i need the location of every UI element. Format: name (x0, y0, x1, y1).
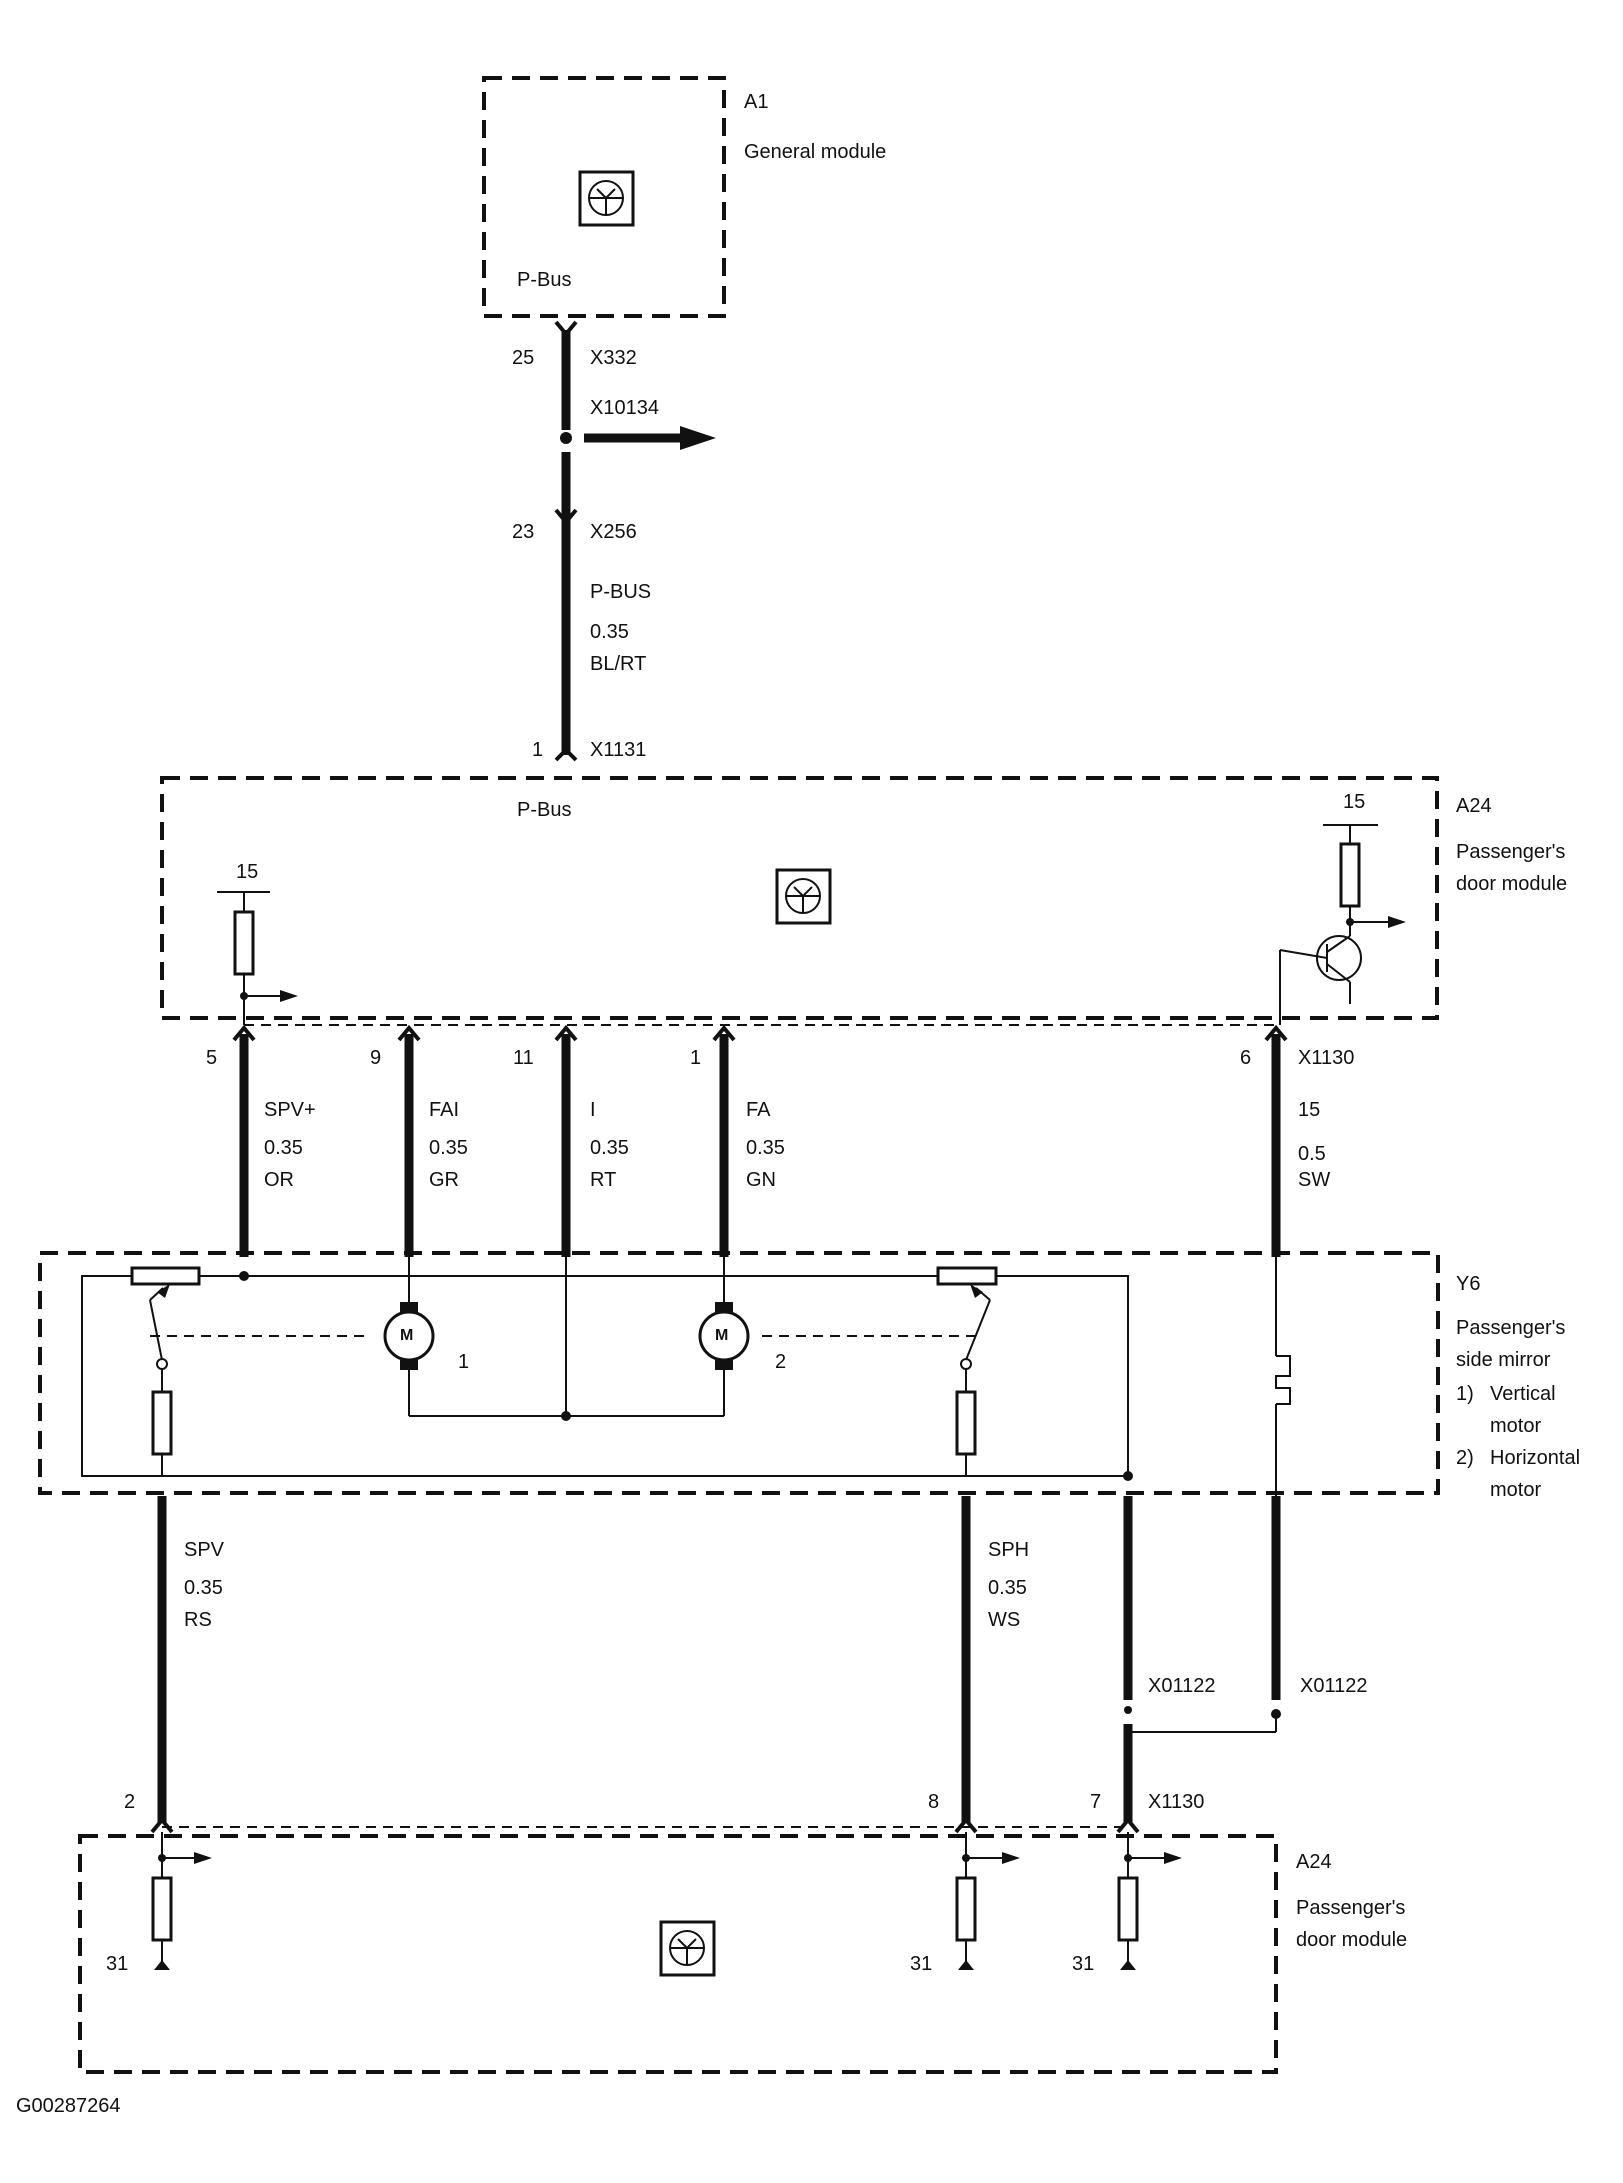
bus-pin-1: 1 (532, 739, 543, 761)
wire-8-pin: 8 (928, 1791, 939, 1813)
motor-1-symbol: M (400, 1327, 413, 1344)
wire-2-signal: SPV (184, 1539, 225, 1561)
module-a24-bottom-boundary (78, 1834, 1278, 2074)
ground-label-middle: 31 (910, 1953, 932, 1975)
wire-1-size: 0.35 (746, 1137, 785, 1159)
bus-wire-size: 0.35 (590, 621, 629, 643)
wire-5-pin: 5 (206, 1047, 217, 1069)
module-y6-item1-num: 1) (1456, 1383, 1474, 1405)
wire-1-color: GN (746, 1169, 776, 1191)
module-y6-boundary (38, 1251, 1440, 1495)
module-y6-item1-line2: motor (1490, 1415, 1541, 1437)
module-y6-item2-line2: motor (1490, 1479, 1541, 1501)
module-a24-top-bus-label: P-Bus (517, 799, 571, 821)
wire-5-signal: SPV+ (264, 1099, 316, 1121)
ground-label-right: 31 (1072, 1953, 1094, 1975)
wire-2-size: 0.35 (184, 1577, 223, 1599)
bus-pin-25: 25 (512, 347, 534, 369)
wire-11-signal: I (590, 1099, 596, 1121)
wire-5-size: 0.35 (264, 1137, 303, 1159)
module-a1-name: General module (744, 141, 886, 163)
wire-11-size: 0.35 (590, 1137, 629, 1159)
figure-id: G00287264 (16, 2095, 121, 2117)
control-unit-icon-a1 (578, 170, 635, 227)
wire-1-pin: 1 (690, 1047, 701, 1069)
wire-1-signal: FA (746, 1099, 771, 1121)
bus-connector-x332: X332 (590, 347, 637, 369)
wire-7-connector: X1130 (1148, 1791, 1204, 1813)
middle-wire-harness (232, 1024, 1288, 1257)
wire-15-splice: X01122 (1300, 1675, 1367, 1697)
wire-9-color: GR (429, 1169, 459, 1191)
supply-label-left: 15 (236, 861, 258, 883)
module-a24-top-name-line2: door module (1456, 873, 1567, 895)
wire-11-color: RT (590, 1169, 616, 1191)
wire-6-color: SW (1298, 1169, 1330, 1191)
ground-label-left: 31 (106, 1953, 128, 1975)
module-y6-item1-line1: Vertical (1490, 1383, 1556, 1405)
module-a24-bottom-name-line2: door module (1296, 1929, 1407, 1951)
wire-9-pin: 9 (370, 1047, 381, 1069)
module-a24-top-id: A24 (1456, 795, 1492, 817)
lower-wire-harness (150, 1496, 1281, 1834)
motor-2-label: 2 (775, 1351, 786, 1373)
wire-2-color: RS (184, 1609, 212, 1631)
wire-5-color: OR (264, 1169, 294, 1191)
module-a1-id: A1 (744, 91, 768, 113)
control-unit-icon-a24-bottom (659, 1920, 716, 1977)
bus-wire-color: BL/RT (590, 653, 646, 675)
bus-connector-x256: X256 (590, 521, 637, 543)
module-a1-bus-label: P-Bus (517, 269, 571, 291)
motor-2-symbol: M (715, 1327, 728, 1344)
mirror-internal-circuit (81, 1257, 1291, 1496)
wire-2-pin: 2 (124, 1791, 135, 1813)
wire-8-size: 0.35 (988, 1577, 1027, 1599)
supply-resistor-left (217, 891, 298, 1025)
ground-resistors (151, 1832, 1182, 1970)
wire-7-pin: 7 (1090, 1791, 1101, 1813)
module-y6-item2-line1: Horizontal (1490, 1447, 1580, 1469)
bus-connector-x1131: X1131 (590, 739, 646, 761)
wire-8-color: WS (988, 1609, 1020, 1631)
module-y6-name-line2: side mirror (1456, 1349, 1551, 1371)
wire-7-splice: X01122 (1148, 1675, 1215, 1697)
motor-1-label: 1 (458, 1351, 469, 1373)
wire-8-signal: SPH (988, 1539, 1029, 1561)
module-a24-bottom-name-line1: Passenger's (1296, 1897, 1405, 1919)
module-y6-id: Y6 (1456, 1273, 1480, 1295)
wire-6-pin: 6 (1240, 1047, 1251, 1069)
module-a24-top-name-line1: Passenger's (1456, 841, 1565, 863)
module-a24-bottom-id: A24 (1296, 1851, 1332, 1873)
supply-transistor-right (1279, 824, 1406, 1025)
supply-label-right: 15 (1343, 791, 1365, 813)
wire-9-signal: FAI (429, 1099, 459, 1121)
module-y6-item2-num: 2) (1456, 1447, 1474, 1469)
wire-11-pin: 11 (513, 1047, 534, 1069)
module-a1-boundary (482, 76, 726, 318)
bus-pin-23: 23 (512, 521, 534, 543)
wire-6-signal: 15 (1298, 1099, 1320, 1121)
wire-6-size: 0.5 (1298, 1143, 1326, 1165)
p-bus-wire (554, 320, 716, 762)
module-y6-name-line1: Passenger's (1456, 1317, 1565, 1339)
control-unit-icon-a24-top (775, 868, 832, 925)
bus-signal-label: P-BUS (590, 581, 651, 603)
wire-6-connector: X1130 (1298, 1047, 1354, 1069)
wire-9-size: 0.35 (429, 1137, 468, 1159)
bus-splice-x10134: X10134 (590, 397, 659, 419)
